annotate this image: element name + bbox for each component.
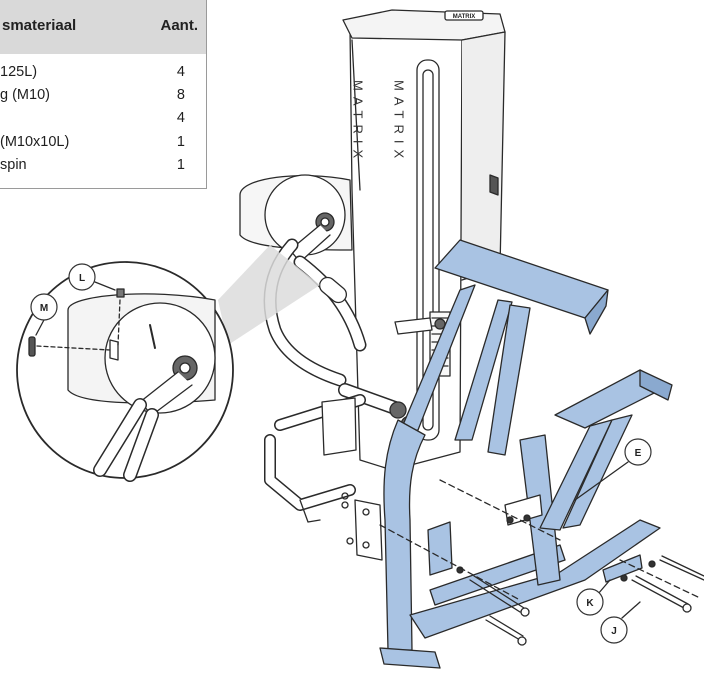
magnifier-connector xyxy=(218,245,320,345)
callout-l: L xyxy=(68,263,96,291)
callout-leader-k xyxy=(597,579,611,595)
parts-row-qty: 4 xyxy=(176,64,185,80)
callout-k-text: K xyxy=(586,598,594,609)
brand-badge: MATRIX xyxy=(444,10,484,21)
parts-row-qty: 8 xyxy=(176,87,185,103)
bench-frame xyxy=(379,239,673,669)
tower-text-right: MATRIX xyxy=(392,80,407,164)
parts-row-qty: 1 xyxy=(176,157,185,173)
callout-leader-l xyxy=(94,281,116,291)
parts-row-name: (M10x10L) xyxy=(0,134,70,150)
callout-e: E xyxy=(624,438,652,466)
weight-stack-tower xyxy=(342,9,506,471)
parts-row: 125L) 4 xyxy=(0,64,206,84)
parts-row-qty: 1 xyxy=(176,134,185,150)
callout-j: J xyxy=(600,616,628,644)
parts-table-header: smateriaal Aant. xyxy=(0,0,206,54)
callout-leader-m xyxy=(35,317,46,336)
parts-table: smateriaal Aant. 125L) 4 g (M10) 8 4 (M1… xyxy=(0,0,207,189)
detail-magnifier xyxy=(16,261,234,482)
callout-k: K xyxy=(576,588,604,616)
callout-leader-e xyxy=(574,461,629,501)
callout-e-text: E xyxy=(635,448,642,459)
brand-badge-text: MATRIX xyxy=(453,14,476,20)
parts-row-name: g (M10) xyxy=(0,87,50,103)
parts-row: g (M10) 8 xyxy=(0,87,206,107)
callout-m-text: M xyxy=(40,303,48,314)
parts-header-name: smateriaal xyxy=(2,17,77,34)
fasteners xyxy=(379,479,704,646)
parts-row-name: spin xyxy=(0,157,27,173)
callout-j-text: J xyxy=(611,626,617,637)
parts-header-qty: Aant. xyxy=(160,17,199,34)
parts-row: 4 xyxy=(0,110,206,130)
tower-text-left: MATRIX xyxy=(351,80,366,164)
lower-frame xyxy=(264,394,383,561)
parts-row-qty: 4 xyxy=(176,110,185,126)
callout-leader-j xyxy=(621,601,641,619)
parts-row: spin 1 xyxy=(0,157,206,177)
callout-m: M xyxy=(30,293,58,321)
callout-l-text: L xyxy=(79,273,85,284)
parts-row-name: 125L) xyxy=(0,64,38,80)
parts-row: (M10x10L) 1 xyxy=(0,134,206,154)
